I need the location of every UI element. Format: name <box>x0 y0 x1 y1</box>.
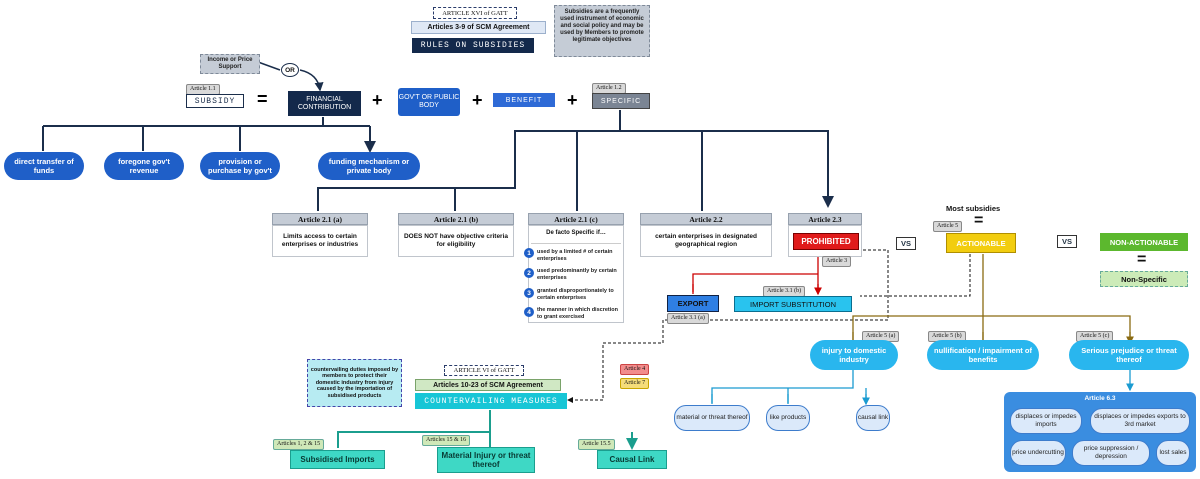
scm-10-23-label: Articles 10-23 of SCM Agreement <box>415 379 561 391</box>
benefit-box: BENEFIT <box>493 93 555 107</box>
article-2-1a-title: Article 2.1 (a) <box>272 213 368 225</box>
defacto-number-4: 4 <box>524 307 534 317</box>
prohibited-box: PROHIBITED <box>793 233 859 250</box>
defacto-number-3: 3 <box>524 288 534 298</box>
vs-label-1: VS <box>896 237 916 250</box>
countervailing-measures-box: COUNTERVAILING MEASURES <box>415 393 567 409</box>
financial-contribution-box: FINANCIAL CONTRIBUTION <box>288 91 361 116</box>
article-3-tag: Article 3 <box>822 256 852 267</box>
article-xvi-gatt-tag: ARTICLE XVI of GATT <box>433 7 517 19</box>
plus-sign-1: + <box>372 90 383 110</box>
injury-pill: injury to domestic industry <box>810 340 898 370</box>
nullification-pill: nullification / impairment of benefits <box>927 340 1039 370</box>
govt-public-body-box: GOV'T OR PUBLIC BODY <box>398 88 460 116</box>
defacto-divider <box>531 243 621 244</box>
a63-displaces-exports: displaces or impedes exports to 3rd mark… <box>1090 408 1190 434</box>
subsidies-note: Subsidies are a frequently used instrume… <box>554 5 650 57</box>
subsidy-box: SUBSIDY <box>186 94 244 108</box>
defacto-item-2: used predominantly by certain enterprise… <box>537 268 617 281</box>
article-2-2-body: certain enterprises in designated geogra… <box>640 225 772 257</box>
injury-material: material or threat thereof <box>674 405 750 431</box>
form-direct-transfer: direct transfer of funds <box>4 152 84 180</box>
defacto-item-4: the manner in which discretion to grant … <box>537 307 618 320</box>
income-support-note: Income or Price Support <box>200 54 260 74</box>
articles-1-2-15-tag: Articles 1, 2 & 15 <box>273 439 325 450</box>
defacto-number-1: 1 <box>524 248 534 258</box>
or-circle: OR <box>281 63 299 77</box>
import-substitution-box: IMPORT SUBSTITUTION <box>734 296 852 312</box>
article-4-tag: Article 4 <box>620 364 650 375</box>
plus-sign-3: + <box>567 90 578 110</box>
injury-like-products: like products <box>766 405 810 431</box>
prejudice-pill: Serious prejudice or threat thereof <box>1069 340 1189 370</box>
subsidised-imports-box: Subsidised Imports <box>290 450 385 469</box>
specific-box: SPECIFIC <box>592 93 650 109</box>
causal-link-box: Causal Link <box>597 450 667 469</box>
export-box: EXPORT <box>667 295 719 312</box>
form-provision-purchase: provision or purchase by gov't <box>200 152 280 180</box>
form-funding-mechanism: funding mechanism or private body <box>318 152 420 180</box>
vs-label-2: VS <box>1057 235 1077 248</box>
equals-sign: = <box>257 89 268 109</box>
article-3-1a-tag: Article 3.1 (a) <box>667 313 709 324</box>
article-15-5-tag: Article 15.5 <box>578 439 615 450</box>
article-2-1b-title: Article 2.1 (b) <box>398 213 514 225</box>
article-2-1c-body: De facto Specific if… <box>528 225 624 323</box>
article-2-1b-body: DOES NOT have objective criteria for eli… <box>398 225 514 257</box>
article-7-tag: Article 7 <box>620 378 650 389</box>
article-2-3-title: Article 2.3 <box>788 213 862 225</box>
defacto-number-2: 2 <box>524 268 534 278</box>
defacto-item-3: granted disproportionately to certain en… <box>537 288 614 301</box>
injury-causal-link: causal link <box>856 405 890 431</box>
a63-price-undercutting: price undercutting <box>1010 440 1066 466</box>
article-2-1a-body: Limits access to certain enterprises or … <box>272 225 368 257</box>
form-foregone-revenue: foregone gov't revenue <box>104 152 184 180</box>
defacto-head: De facto Specific if… <box>546 230 606 236</box>
a63-displaces-imports: displaces or impedes imports <box>1010 408 1082 434</box>
non-actionable-equals: = <box>1137 251 1147 268</box>
a63-lost-sales: lost sales <box>1156 440 1190 466</box>
cvd-note: countervailing duties imposed by members… <box>307 359 402 407</box>
article-2-1c-title: Article 2.1 (c) <box>528 213 624 225</box>
plus-sign-2: + <box>472 90 483 110</box>
defacto-item-1: used by a limited # of certain enterpris… <box>537 249 613 262</box>
rules-title: RULES ON SUBSIDIES <box>412 38 534 53</box>
scm-3-9-label: Articles 3-9 of SCM Agreement <box>411 21 546 34</box>
a63-price-suppression: price suppression / depression <box>1072 440 1150 466</box>
actionable-equals: = <box>974 212 984 229</box>
articles-15-16-tag: Articles 15 & 16 <box>422 435 471 446</box>
article-vi-gatt-tag: ARTICLE VI of GATT <box>444 365 524 376</box>
actionable-box: ACTIONABLE <box>946 233 1016 253</box>
article-6-3-title: Article 6.3 <box>1084 395 1116 402</box>
non-specific-box: Non-Specific <box>1100 271 1188 287</box>
article-5-tag: Article 5 <box>933 221 963 232</box>
article-2-2-title: Article 2.2 <box>640 213 772 225</box>
non-actionable-box: NON-ACTIONABLE <box>1100 233 1188 251</box>
most-subsidies-label: Most subsidies <box>946 204 1001 213</box>
material-injury-box: Material Injury or threat thereof <box>437 447 535 473</box>
